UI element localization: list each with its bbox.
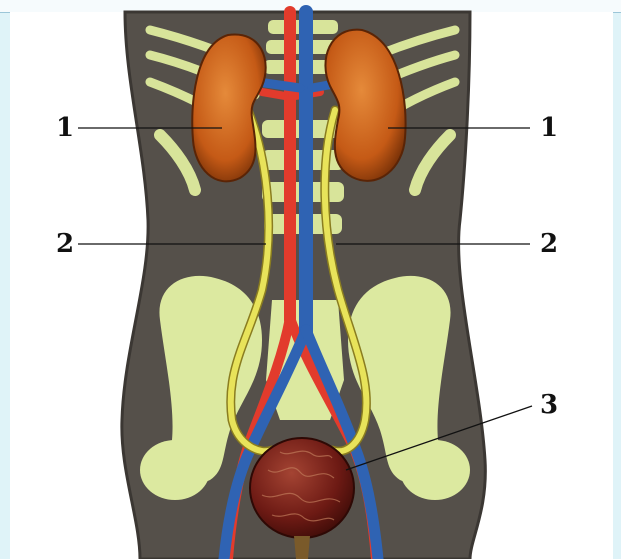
label-kidney-right: 1 [540, 115, 558, 141]
label-ureter-left: 2 [56, 231, 74, 257]
label-kidney-left: 1 [56, 115, 74, 141]
label-ureter-right: 2 [540, 231, 558, 257]
label-bladder: 3 [540, 392, 558, 418]
